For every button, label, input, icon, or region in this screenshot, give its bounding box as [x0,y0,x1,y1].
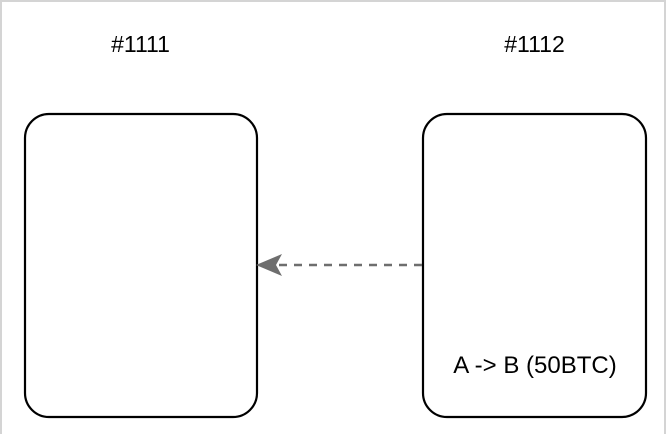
block-shape-1111[interactable] [23,112,259,419]
transaction-text: A -> B (50BTC) [453,352,617,379]
block-label-1111: #1111 [111,31,170,57]
block-shape-1112[interactable] [421,112,648,419]
prev-pointer-arrowhead [256,254,282,276]
block-label-1112: #1112 [504,31,565,57]
